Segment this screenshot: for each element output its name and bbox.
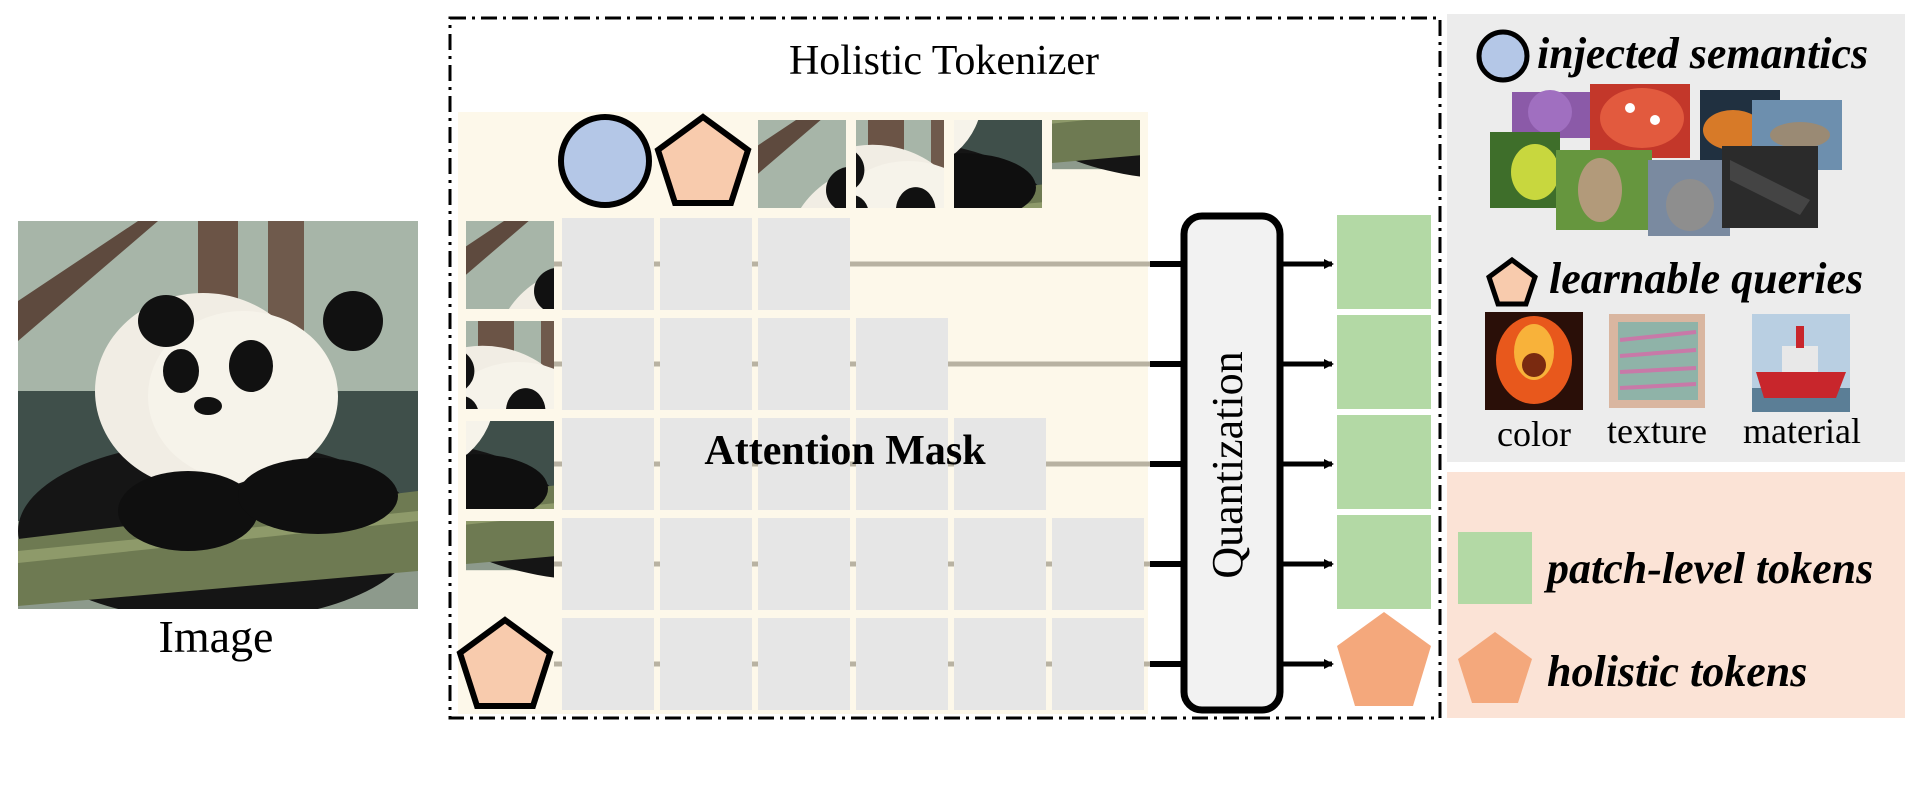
- legend-query-pentagon-icon: [1486, 256, 1538, 307]
- mask-cell: [562, 418, 654, 510]
- mask-cell: [660, 318, 752, 410]
- tokenizer-title: Holistic Tokenizer: [789, 38, 1099, 84]
- mask-cell: [660, 418, 752, 510]
- query-pentagon-token: [654, 113, 752, 206]
- mask-cell: [856, 518, 948, 610]
- mask-cell: [758, 418, 850, 510]
- mask-cell: [758, 318, 850, 410]
- row-query-pentagon: [456, 616, 554, 709]
- query-example-texture-label: texture: [1607, 411, 1707, 451]
- legend-injected-semantics: injected semantics: [1537, 29, 1868, 78]
- mask-cell: [1052, 518, 1144, 610]
- semantic-image-collage: [1490, 84, 1842, 236]
- legend-semantic-circle-icon: [1476, 29, 1530, 83]
- query-example-texture-image: [1609, 314, 1705, 408]
- query-example-color-image: [1485, 312, 1583, 410]
- attention-mask-label: Attention Mask: [704, 428, 986, 474]
- mask-cell: [758, 618, 850, 710]
- query-example-material-label: material: [1743, 411, 1861, 451]
- mask-cell: [562, 218, 654, 310]
- legend-patch-token-icon: [1458, 532, 1532, 604]
- mask-cell: [758, 518, 850, 610]
- mask-cell: [660, 218, 752, 310]
- legend-holistic-tokens: holistic tokens: [1547, 647, 1807, 696]
- patch-token-3: [1337, 415, 1431, 509]
- legend-patch-level-tokens: patch-level tokens: [1543, 544, 1873, 593]
- mask-cell: [856, 418, 948, 510]
- patch-token-2: [1337, 315, 1431, 409]
- input-panda-image: [18, 221, 418, 609]
- header-patch-4: [1052, 120, 1140, 180]
- mask-cell: [758, 218, 850, 310]
- patch-token-1: [1337, 215, 1431, 309]
- attention-mask: [554, 218, 1184, 710]
- tokenizer-background: [458, 112, 1148, 714]
- mask-cell: [562, 518, 654, 610]
- mask-cell: [856, 618, 948, 710]
- mask-cell: [660, 518, 752, 610]
- mask-cell: [1052, 618, 1144, 710]
- semantic-circle-token: [558, 114, 652, 208]
- mask-cell: [660, 618, 752, 710]
- mask-cell: [954, 518, 1046, 610]
- output-tokens: [1280, 215, 1431, 706]
- input-image-label: Image: [159, 611, 274, 662]
- quantization-label: Quantization: [1203, 351, 1252, 578]
- mask-cell: [954, 618, 1046, 710]
- tokenizer-frame: [448, 16, 1442, 720]
- patch-token-4: [1337, 515, 1431, 609]
- legend-holistic-token-icon: [1458, 632, 1532, 703]
- legend-learnable-queries: learnable queries: [1549, 254, 1863, 303]
- mask-cell: [562, 318, 654, 410]
- query-example-material-image: [1752, 314, 1850, 412]
- mask-cell: [954, 418, 1046, 510]
- holistic-token: [1337, 612, 1431, 706]
- query-example-color-label: color: [1497, 414, 1571, 454]
- mask-cell: [856, 318, 948, 410]
- mask-cell: [562, 618, 654, 710]
